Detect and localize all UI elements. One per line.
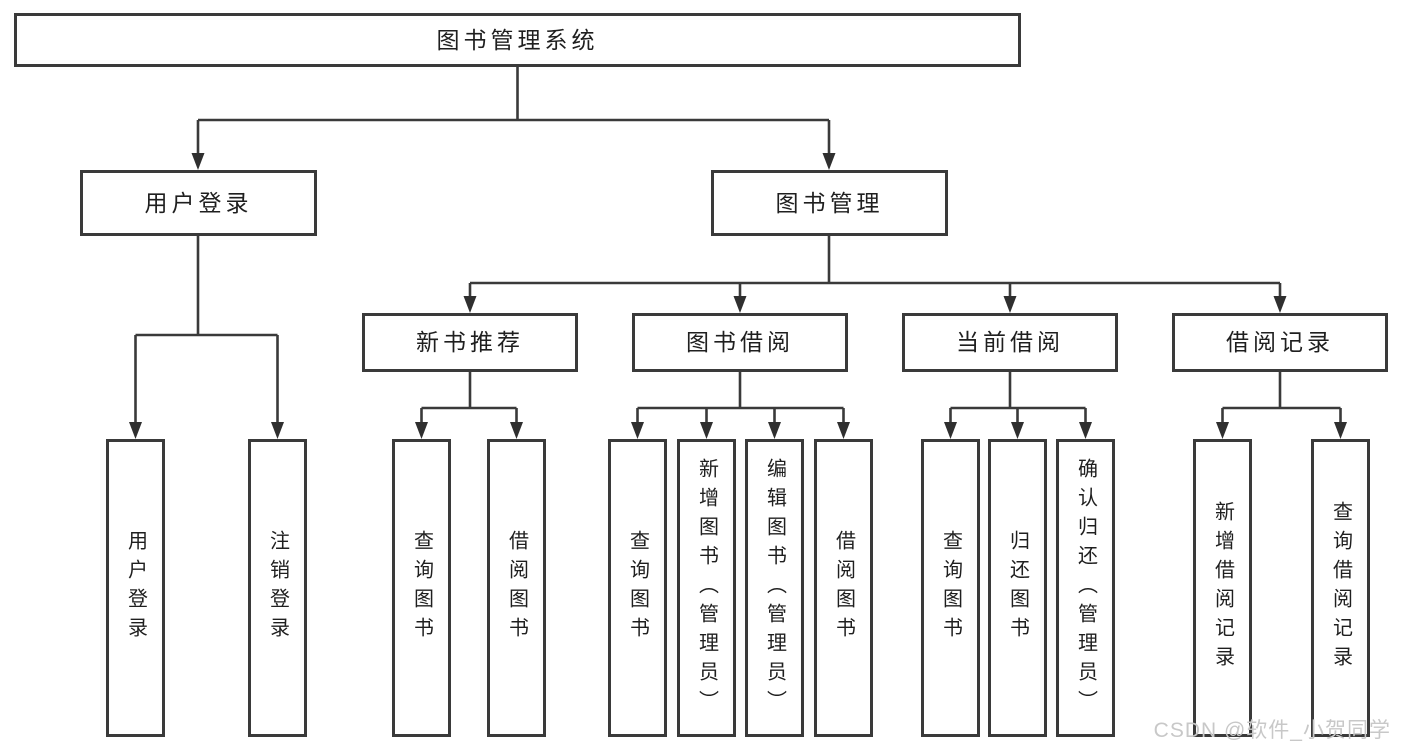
- leaf-borrow-add: 新增图书（管理员）: [677, 439, 736, 737]
- leaf-borrow-edit: 编辑图书（管理员）: [745, 439, 804, 737]
- node-borrow-records-label: 借阅记录: [1226, 329, 1334, 355]
- leaf-records-query-label: 查询借阅记录: [1329, 501, 1352, 675]
- node-user-login-label: 用户登录: [144, 189, 253, 216]
- leaf-borrow-query: 查询图书: [608, 439, 667, 737]
- arrowhead-icons: [129, 153, 1347, 439]
- leaf-current-query-label: 查询图书: [939, 530, 962, 646]
- node-book-management: 图书管理: [711, 170, 948, 236]
- node-new-book-recommend: 新书推荐: [362, 313, 578, 372]
- leaf-current-confirm-return-label: 确认归还（管理员）: [1074, 457, 1097, 719]
- leaf-borrow-add-label: 新增图书（管理员）: [695, 457, 718, 719]
- watermark: CSDN @软件_小贺同学: [1153, 719, 1391, 742]
- node-current-borrow-label: 当前借阅: [956, 329, 1064, 355]
- connector-paths: [134, 67, 1342, 424]
- leaf-records-add: 新增借阅记录: [1193, 439, 1252, 737]
- node-borrow-records: 借阅记录: [1172, 313, 1388, 372]
- node-root-label: 图书管理系统: [436, 26, 599, 53]
- node-book-borrow-label: 图书借阅: [686, 329, 794, 355]
- leaf-newbook-query-label: 查询图书: [410, 530, 433, 646]
- node-new-book-recommend-label: 新书推荐: [416, 329, 524, 355]
- node-book-management-label: 图书管理: [775, 189, 884, 216]
- leaf-current-return: 归还图书: [988, 439, 1047, 737]
- leaf-borrow-lend-label: 借阅图书: [832, 530, 855, 646]
- leaf-borrow-edit-label: 编辑图书（管理员）: [763, 457, 786, 719]
- leaf-logout-login-label: 注销登录: [266, 530, 289, 646]
- leaf-logout-login: 注销登录: [248, 439, 307, 737]
- leaf-records-add-label: 新增借阅记录: [1211, 501, 1234, 675]
- leaf-user-login-label: 用户登录: [124, 530, 147, 646]
- leaf-current-return-label: 归还图书: [1006, 530, 1029, 646]
- leaf-newbook-query: 查询图书: [392, 439, 451, 737]
- node-current-borrow: 当前借阅: [902, 313, 1118, 372]
- node-root: 图书管理系统: [14, 13, 1021, 67]
- leaf-borrow-query-label: 查询图书: [626, 530, 649, 646]
- leaf-newbook-borrow: 借阅图书: [487, 439, 546, 737]
- node-book-borrow: 图书借阅: [632, 313, 848, 372]
- leaf-records-query: 查询借阅记录: [1311, 439, 1370, 737]
- leaf-user-login: 用户登录: [106, 439, 165, 737]
- node-user-login: 用户登录: [80, 170, 317, 236]
- leaf-current-confirm-return: 确认归还（管理员）: [1056, 439, 1115, 737]
- leaf-current-query: 查询图书: [921, 439, 980, 737]
- leaf-borrow-lend: 借阅图书: [814, 439, 873, 737]
- leaf-newbook-borrow-label: 借阅图书: [505, 530, 528, 646]
